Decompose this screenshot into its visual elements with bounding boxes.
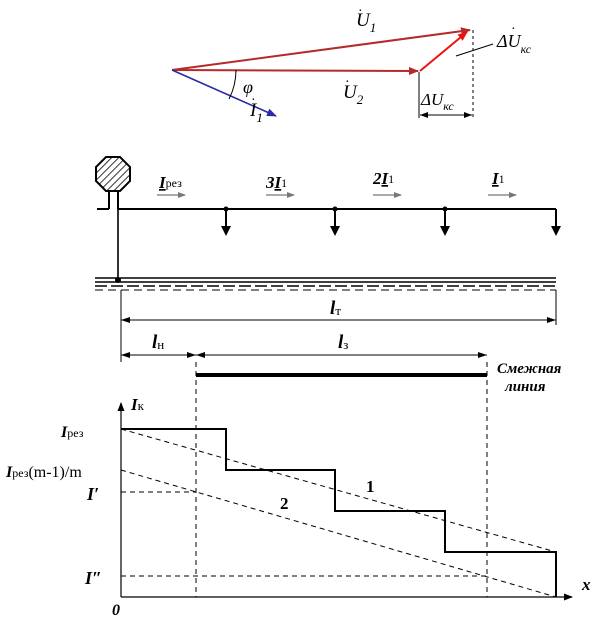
current-distance-graph: Iк x 0 Iрез Iрез(m-1)/m I′ I″ 1 2: [5, 362, 591, 619]
ground-bus: [95, 277, 556, 291]
adjacent-line-label-2: линия: [504, 379, 546, 395]
load-arrow-1: [221, 226, 231, 236]
ln-arrow-left: [121, 352, 130, 358]
u2-dot: ·: [345, 75, 350, 90]
delta-u-dim-arrow-right: [464, 112, 472, 118]
ln-arrow-right: [187, 352, 196, 358]
load-arrow-3: [440, 226, 450, 236]
origin-label: 0: [112, 602, 120, 619]
i3-label: 3I1: [265, 173, 287, 192]
u1-dot: ·: [358, 4, 363, 19]
i1-vector: [171, 69, 277, 117]
x-axis-label: x: [581, 575, 591, 594]
phasor-diagram: U1 · U2 · I1 · φ ΔUкс · ΔUкс: [171, 4, 532, 125]
curve-2-line: [120, 469, 557, 598]
delta-u-dim-arrow-left: [420, 112, 428, 118]
step-current-curve: [121, 428, 557, 597]
lt-arrow-left: [121, 317, 130, 323]
lz-arrow-right: [478, 352, 487, 358]
i-rez-label: Iрез: [158, 173, 182, 192]
i2-label: 2I1: [372, 169, 394, 188]
i1-label: I1: [249, 100, 263, 125]
u1-vector: [171, 27, 471, 71]
u1-label: U1: [356, 10, 376, 35]
lz-arrow-left: [196, 352, 205, 358]
u2-vector: [171, 66, 419, 75]
i1-dot: ·: [251, 93, 256, 108]
phi-arc: [228, 69, 237, 100]
load-node-2: [332, 206, 338, 212]
generator-symbol: [95, 156, 131, 192]
u2-label: U2: [343, 82, 364, 107]
tick-i-double: I″: [84, 568, 102, 588]
load-taps: [221, 206, 561, 236]
load-node-1: [223, 206, 229, 212]
lz-label: lз: [338, 332, 348, 353]
tick-i-rez-m: Iрез(m-1)/m: [5, 464, 82, 481]
delta-u-leader: [455, 43, 494, 57]
load-arrow-2: [330, 226, 340, 236]
load-arrow-4: [551, 226, 561, 236]
adjacent-line-label-1: Смежная: [497, 361, 562, 377]
line-schematic: Iрез 3I1 2I1 I1 lт lн lз Смежная линия: [95, 156, 562, 395]
y-axis-label: Iк: [130, 395, 145, 414]
i1-line-label: I1: [491, 169, 505, 188]
delta-u-vector: [419, 31, 468, 72]
delta-u-bottom-label: ΔUкс: [420, 90, 454, 113]
lt-arrow-right: [547, 317, 556, 323]
curve-2-label: 2: [280, 494, 289, 513]
delta-u-top-dot: ·: [511, 22, 516, 37]
curve-1-label: 1: [366, 477, 375, 496]
load-node-3: [442, 206, 448, 212]
tick-i-rez: Iрез: [60, 424, 84, 441]
lt-label: lт: [330, 298, 341, 319]
curve-1-line: [120, 428, 557, 553]
ln-label: lн: [152, 332, 164, 353]
delta-u-top-label: ΔUкс: [496, 31, 532, 56]
phi-label: φ: [243, 77, 253, 97]
tick-i-prime: I′: [86, 484, 99, 504]
